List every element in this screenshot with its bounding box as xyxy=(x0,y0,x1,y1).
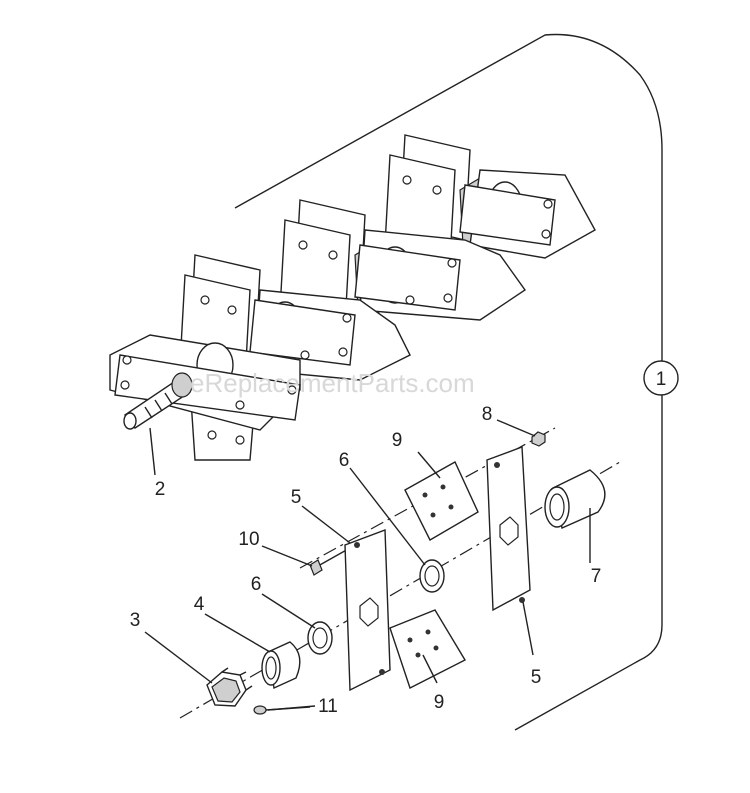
switch-wafer-stack xyxy=(109,134,596,461)
contact-plate-lower xyxy=(389,609,466,689)
callout-3: 3 xyxy=(130,610,141,631)
callout-5-rear: 5 xyxy=(531,667,542,688)
callout-2: 2 xyxy=(155,479,166,500)
hex-nut xyxy=(206,667,253,707)
callout-8: 8 xyxy=(482,404,493,425)
callout-1: 1 xyxy=(656,369,667,390)
washer-upper xyxy=(419,559,445,593)
sleeve-bushing xyxy=(544,469,606,529)
callout-9-lower: 9 xyxy=(434,692,445,713)
watermark-text: eReplacementParts.com xyxy=(190,368,475,398)
housing-outline xyxy=(234,33,663,731)
callout-6-lower: 6 xyxy=(251,574,262,595)
callout-1-circle xyxy=(643,360,679,396)
small-nut xyxy=(531,431,546,447)
leader-lines xyxy=(144,419,591,711)
washer-lower xyxy=(307,621,333,655)
wafer-group-a xyxy=(109,334,301,461)
mounting-plate-rear xyxy=(486,446,531,612)
callout-7: 7 xyxy=(591,566,602,587)
callout-5-front: 5 xyxy=(291,487,302,508)
callout-4: 4 xyxy=(194,594,205,615)
spacer-bushing xyxy=(261,641,301,690)
callout-11: 11 xyxy=(318,696,338,717)
wafer-group-d xyxy=(384,134,596,284)
switch-shaft xyxy=(123,372,193,430)
mounting-plate-front xyxy=(344,529,391,692)
callout-9-upper: 9 xyxy=(392,430,403,451)
callout-6-upper: 6 xyxy=(339,450,350,471)
callout-10: 10 xyxy=(238,529,259,550)
contact-plate-upper xyxy=(404,461,479,541)
